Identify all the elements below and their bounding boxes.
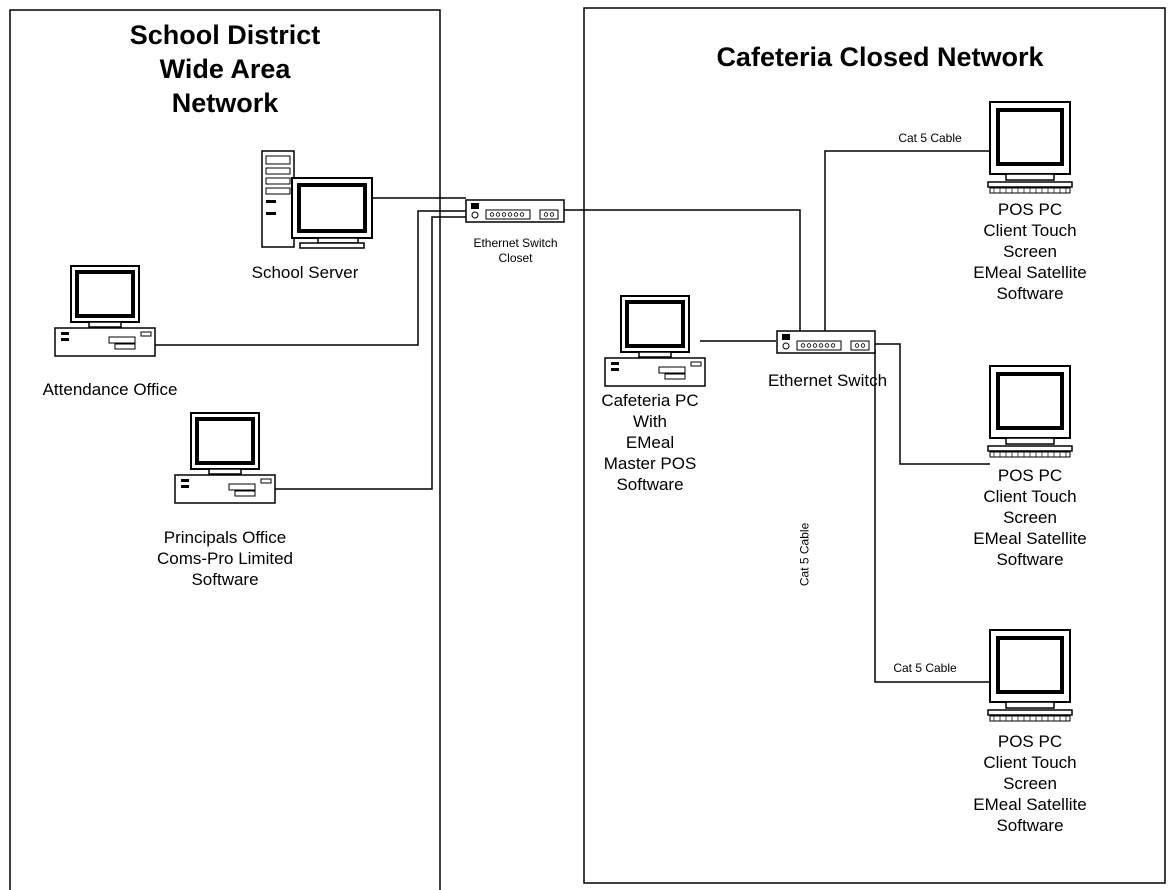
link-cafeswitch-pos1 — [824, 150, 990, 333]
pos-1-label: POS PC Client Touch Screen EMeal Satelli… — [973, 200, 1087, 304]
cafeteria-pc-label: Cafeteria PC With EMeal Master POS Softw… — [601, 391, 699, 495]
link-closet-cafeswitch — [563, 209, 801, 345]
cable-label-pos-2: Cat 5 Cable — [797, 522, 812, 587]
pos-2-label: POS PC Client Touch Screen EMeal Satelli… — [973, 466, 1087, 570]
switch-closet-icon — [465, 199, 565, 223]
link-principal-closet — [274, 216, 466, 490]
attendance-office-label: Attendance Office — [42, 380, 178, 399]
right-zone-border — [583, 7, 1166, 884]
pos-3-label: POS PC Client Touch Screen EMeal Satelli… — [973, 732, 1087, 836]
left-zone-border — [9, 9, 441, 890]
link-cafeswitch-pos3 — [874, 350, 990, 683]
school-server-label: School Server — [251, 263, 359, 282]
switch-closet-label: Ethernet Switch Closet — [473, 236, 558, 265]
left-zone-title: School District Wide Area Network — [129, 20, 321, 119]
principals-office-label: Principals Office Coms-Pro Limited Softw… — [156, 528, 294, 590]
cable-label-pos-1: Cat 5 Cable — [898, 131, 962, 145]
pos-1-monitor-icon — [986, 100, 1074, 195]
link-attendance-closet — [152, 210, 466, 346]
principals-pc-icon — [173, 411, 277, 505]
cafeteria-pc-icon — [603, 294, 707, 388]
pos-3-monitor-icon — [986, 628, 1074, 723]
attendance-pc-icon — [53, 264, 157, 358]
cafeteria-switch-label: Ethernet Switch — [767, 371, 888, 390]
link-cafeswitch-pos2 — [875, 343, 990, 465]
school-server-icon — [261, 150, 373, 249]
cable-label-pos-3: Cat 5 Cable — [893, 661, 957, 675]
pos-2-monitor-icon — [986, 364, 1074, 459]
cafeteria-switch-icon — [776, 330, 876, 354]
right-zone-title: Cafeteria Closed Network — [716, 42, 1044, 72]
